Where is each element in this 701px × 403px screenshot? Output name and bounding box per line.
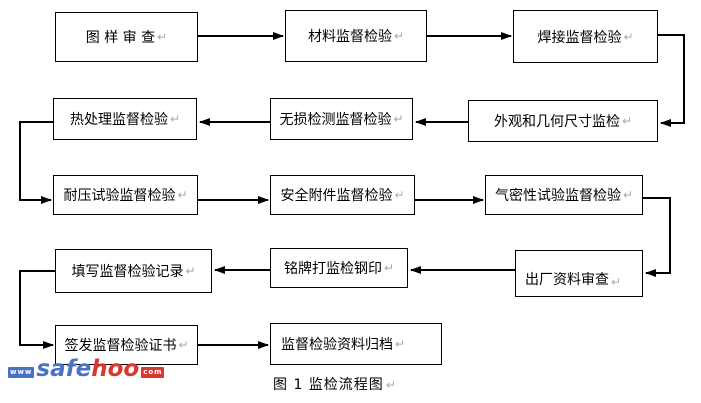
watermark-com-text: com [141, 366, 165, 378]
paragraph-return-mark: ↵ [178, 338, 189, 352]
paragraph-return-mark: ↵ [623, 29, 634, 44]
node-label: 图 样 审 查 [85, 30, 156, 46]
node-label: 签发监督检验证书 [64, 338, 177, 354]
paragraph-return-mark: ↵ [393, 112, 404, 126]
paragraph-return-mark: ↵ [394, 188, 405, 202]
paragraph-return-mark: ↵ [395, 337, 406, 351]
paragraph-return-mark: ↵ [385, 378, 397, 392]
paragraph-return-mark: ↵ [185, 264, 196, 278]
node-safety-accessory-inspection: 安全附件监督检验↵ [270, 175, 415, 215]
node-drawing-review: 图 样 审 查↵ [55, 12, 198, 62]
arrow-airtightness-to-factory-review [643, 197, 671, 277]
node-label: 焊接监督检验 [537, 29, 622, 46]
node-issue-certificate: 签发监督检验证书↵ [55, 325, 198, 365]
arrow-heat-treatment-to-pressure-test [19, 121, 53, 204]
watermark-safe-text: safe [36, 356, 92, 382]
node-label: 热处理监督检验 [69, 112, 168, 128]
node-factory-document-review: 出厂资料审查↵ [515, 250, 643, 297]
node-label: 填写监督检验记录 [71, 264, 184, 280]
node-ndt-inspection: 无损检测监督检验↵ [270, 98, 413, 140]
node-appearance-dimension-inspection: 外观和几何尺寸监检↵ [468, 100, 658, 142]
node-material-inspection: 材料监督检验↵ [285, 10, 427, 62]
node-welding-inspection: 焊接监督检验↵ [513, 10, 658, 63]
node-label: 铭牌打监检钢印 [283, 261, 382, 277]
paragraph-return-mark: ↵ [169, 112, 181, 126]
watermark-www-text: www [8, 366, 35, 378]
node-heat-treatment-inspection: 热处理监督检验↵ [53, 98, 197, 140]
paragraph-return-mark: ↵ [157, 30, 168, 44]
node-label: 安全附件监督检验 [280, 188, 393, 204]
node-label: 监督检验资料归档 [281, 337, 393, 353]
paragraph-return-mark: ↵ [177, 188, 188, 202]
node-airtightness-test-inspection: 气密性试验监督检验↵ [485, 175, 643, 215]
arrow-welding-to-appearance [658, 34, 685, 127]
node-label: 出厂资料审查 [525, 272, 609, 288]
node-label: 耐压试验监督检验 [63, 188, 176, 204]
paragraph-return-mark: ↵ [622, 188, 634, 202]
node-label: 气密性试验监督检验 [494, 188, 621, 204]
paragraph-return-mark: ↵ [621, 114, 633, 128]
figure-caption-text: 图 1 监检流程图 [273, 377, 384, 393]
figure-caption: 图 1 监检流程图↵ [273, 374, 397, 394]
node-fill-inspection-record: 填写监督检验记录↵ [55, 249, 212, 293]
paragraph-return-mark: ↵ [383, 261, 395, 275]
node-label: 材料监督检验 [307, 29, 392, 45]
node-label: 外观和几何尺寸监检 [493, 114, 620, 130]
watermark-hoo-text: hoo [91, 356, 140, 382]
node-label: 无损检测监督检验 [279, 112, 392, 128]
arrow-record-to-certificate [19, 270, 55, 349]
node-pressure-test-inspection: 耐压试验监督检验↵ [53, 175, 198, 215]
node-nameplate-stamp: 铭牌打监检钢印↵ [270, 248, 408, 288]
paragraph-return-mark: ↵ [393, 29, 405, 43]
node-archive-documents: 监督检验资料归档↵ [270, 323, 442, 365]
paragraph-return-mark: ↵ [611, 275, 622, 289]
